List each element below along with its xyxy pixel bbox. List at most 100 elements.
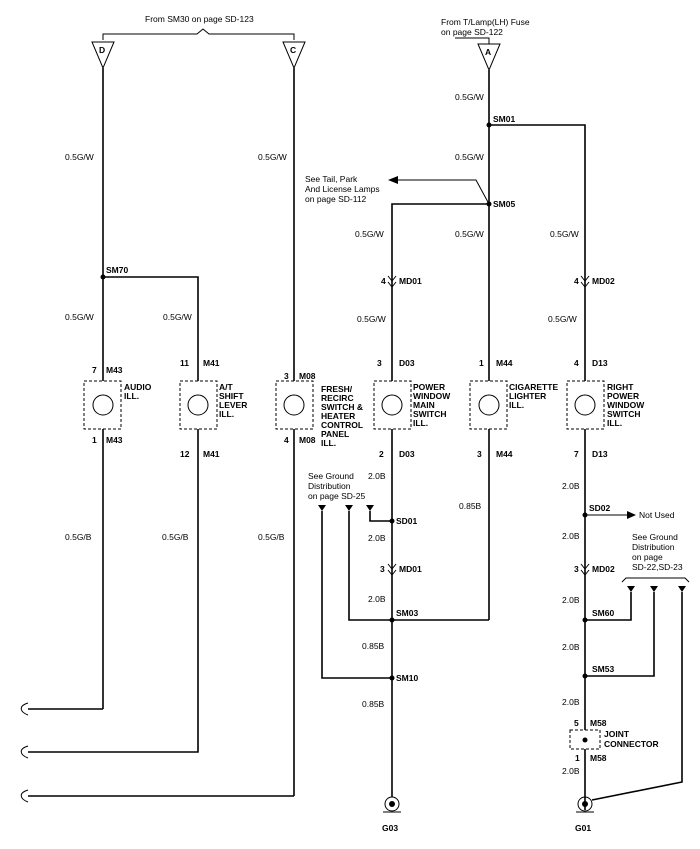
wire-label-sm10-b: 0.85B bbox=[362, 699, 385, 709]
splice-sm10-dot bbox=[389, 675, 395, 681]
rpw-label-4: SWITCH bbox=[607, 409, 641, 419]
wire-label-cig-1: 0.5G/W bbox=[455, 229, 484, 239]
pin-md02-3: 3 bbox=[574, 564, 579, 574]
conn-m41-top: M41 bbox=[203, 358, 220, 368]
wire-label-rpw-b3: 2.0B bbox=[562, 595, 580, 605]
ground-icon-g01 bbox=[576, 796, 594, 813]
pin-fresh-3: 3 bbox=[284, 371, 289, 381]
fresh-label-2: RECIRC bbox=[321, 393, 354, 403]
fresh-label-4: HEATER bbox=[321, 411, 355, 421]
arrow-left-icon bbox=[388, 176, 398, 184]
splice-sm01: SM01 bbox=[493, 114, 515, 124]
splice-sm10: SM10 bbox=[396, 673, 418, 683]
wire-label-d-2: 0.5G/W bbox=[65, 312, 94, 322]
svg-text:D: D bbox=[99, 45, 105, 55]
wire-label-rpw-b1: 2.0B bbox=[562, 481, 580, 491]
bulb-icon-cig bbox=[478, 394, 500, 416]
rpw-label-2: POWER bbox=[607, 391, 639, 401]
splice-sm53-dot bbox=[582, 673, 588, 679]
ref-ground-right-4: SD-22,SD-23 bbox=[632, 562, 683, 572]
wire-label-pwr-b2: 2.0B bbox=[368, 533, 386, 543]
splice-sm03: SM03 bbox=[396, 608, 418, 618]
rpw-label-3: WINDOW bbox=[607, 400, 645, 410]
audio-ill-box bbox=[83, 380, 122, 430]
wire-pwr-main bbox=[391, 203, 489, 620]
svg-text:A: A bbox=[485, 47, 491, 57]
ref-fuse-leader bbox=[455, 37, 490, 44]
wire-break-3 bbox=[20, 789, 29, 803]
at-ill-box bbox=[179, 380, 218, 430]
wire-label-rpw-2: 0.5G/W bbox=[548, 314, 577, 324]
splice-sd02: SD02 bbox=[589, 503, 611, 513]
arrow-right-icon bbox=[627, 511, 636, 519]
wire-label-rpw-b2: 2.0B bbox=[562, 531, 580, 541]
pin-md02-4: 4 bbox=[574, 276, 579, 286]
pin-m58-5: 5 bbox=[574, 718, 579, 728]
wire-label-a-2: 0.5G/W bbox=[455, 152, 484, 162]
at-label-2: SHIFT bbox=[219, 391, 244, 401]
rpw-label-5: ILL. bbox=[607, 418, 622, 428]
wire-break-2 bbox=[20, 745, 29, 759]
bulb-icon-pwr bbox=[381, 394, 403, 416]
ground-ref-arrow-3 bbox=[366, 505, 374, 511]
wire-label-at-1: 0.5G/W bbox=[163, 312, 192, 322]
pin-pwr-3: 3 bbox=[377, 358, 382, 368]
wire-out-2 bbox=[28, 735, 199, 753]
pin-rpw-4: 4 bbox=[574, 358, 579, 368]
wire-sm03-bus bbox=[348, 511, 489, 621]
audio-label-2: ILL. bbox=[124, 391, 139, 401]
ref-ground-mid-3: on page SD-25 bbox=[308, 491, 365, 501]
conn-m58-bottom: M58 bbox=[590, 753, 607, 763]
wire-sd01-ref bbox=[369, 511, 392, 522]
conn-m08-bottom: M08 bbox=[299, 435, 316, 445]
wire-label-d-1: 0.5G/W bbox=[65, 152, 94, 162]
cig-label-2: LIGHTER bbox=[509, 391, 546, 401]
pin-audio-1: 1 bbox=[92, 435, 97, 445]
cig-ill-box bbox=[469, 380, 508, 430]
connector-chevron-md02 bbox=[580, 275, 590, 288]
conn-d13-bottom: D13 bbox=[592, 449, 608, 459]
wire-sm53 bbox=[585, 592, 655, 677]
conn-m41-bottom: M41 bbox=[203, 449, 220, 459]
wire-label-rpw-b5: 2.0B bbox=[562, 697, 580, 707]
ref-fuse-2: on page SD-122 bbox=[441, 27, 503, 37]
wire-label-audio-gb: 0.5G/B bbox=[65, 532, 92, 542]
wire-label-pwr-1: 0.5G/W bbox=[355, 229, 384, 239]
wire-label-a-1: 0.5G/W bbox=[455, 92, 484, 102]
ground-g03: G03 bbox=[382, 823, 398, 833]
cig-label-1: CIGARETTE bbox=[509, 382, 558, 392]
audio-label-1: AUDIO bbox=[124, 382, 152, 392]
splice-sm60-dot bbox=[582, 617, 588, 623]
pin-at-12: 12 bbox=[180, 449, 190, 459]
fresh-label-3: SWITCH & bbox=[321, 402, 363, 412]
rpw-label-1: RIGHT bbox=[607, 382, 634, 392]
ref-tail-1: See Tail, Park bbox=[305, 174, 358, 184]
pwr-label-1: POWER bbox=[413, 382, 445, 392]
pin-pwr-2: 2 bbox=[379, 449, 384, 459]
at-label-4: ILL. bbox=[219, 409, 234, 419]
conn-d03-top: D03 bbox=[399, 358, 415, 368]
conn-m43-top: M43 bbox=[106, 365, 123, 375]
conn-md02-bottom: MD02 bbox=[592, 564, 615, 574]
wire-break-1 bbox=[20, 702, 29, 716]
pin-md01-4: 4 bbox=[381, 276, 386, 286]
ref-bracket-right bbox=[621, 577, 690, 583]
wire-label-c-gb: 0.5G/B bbox=[258, 532, 285, 542]
wire-g01-ref bbox=[591, 592, 683, 801]
wire-label-pwr-b3: 2.0B bbox=[368, 594, 386, 604]
connector-chevron-md01-b bbox=[387, 563, 397, 576]
splice-sd01-dot bbox=[389, 518, 395, 524]
ground-icon-g03 bbox=[383, 796, 401, 813]
joint-dot bbox=[582, 737, 588, 743]
conn-m43-bottom: M43 bbox=[106, 435, 123, 445]
joint-label-2: CONNECTOR bbox=[604, 739, 659, 749]
wire-sm60 bbox=[585, 592, 632, 621]
fresh-label-5: CONTROL bbox=[321, 420, 363, 430]
fresh-label-1: FRESH/ bbox=[321, 384, 353, 394]
pin-audio-7: 7 bbox=[92, 365, 97, 375]
pin-md01-3: 3 bbox=[380, 564, 385, 574]
ref-ground-mid-2: Distribution bbox=[308, 481, 351, 491]
connector-chevron-md02-b bbox=[580, 563, 590, 576]
joint-label-1: JOINT bbox=[604, 729, 630, 739]
conn-m58-top: M58 bbox=[590, 718, 607, 728]
